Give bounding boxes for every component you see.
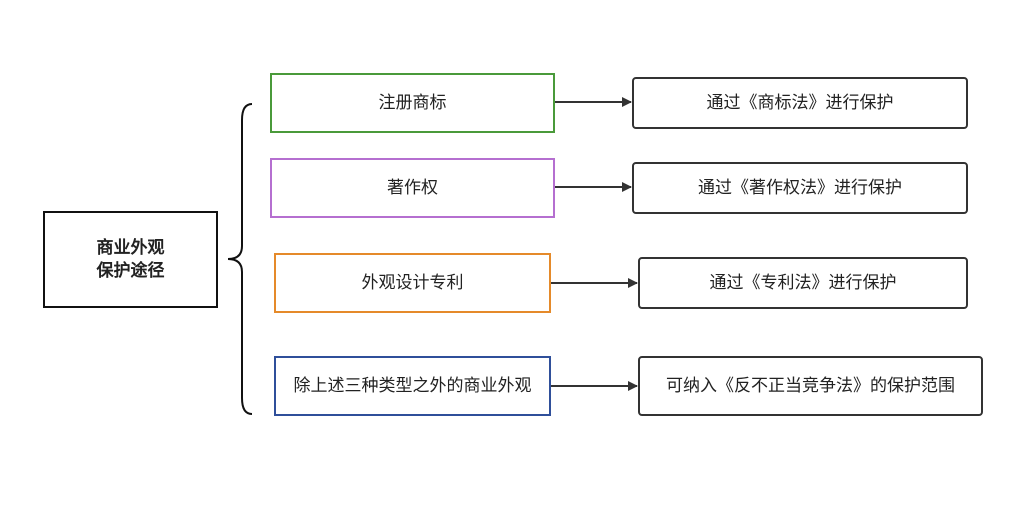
result-copyright-law-label: 通过《著作权法》进行保护 <box>698 177 902 198</box>
category-design-patent-label: 外观设计专利 <box>361 272 464 293</box>
root-label-line2: 保护途径 <box>96 260 165 281</box>
category-copyright-label: 著作权 <box>387 177 438 198</box>
root-node: 商业外观 保护途径 <box>43 211 218 308</box>
result-copyright-law: 通过《著作权法》进行保护 <box>632 162 968 214</box>
category-trademark: 注册商标 <box>270 73 555 133</box>
result-unfair-competition-law: 可纳入《反不正当竞争法》的保护范围 <box>638 356 983 416</box>
root-label-line1: 商业外观 <box>96 238 165 259</box>
result-trademark-law-label: 通过《商标法》进行保护 <box>706 92 894 113</box>
curly-brace <box>227 103 253 415</box>
category-design-patent: 外观设计专利 <box>274 253 551 313</box>
result-unfair-competition-law-label: 可纳入《反不正当竞争法》的保护范围 <box>666 375 955 396</box>
result-patent-law: 通过《专利法》进行保护 <box>638 257 968 309</box>
result-patent-law-label: 通过《专利法》进行保护 <box>709 272 897 293</box>
category-trademark-label: 注册商标 <box>378 92 447 113</box>
category-copyright: 著作权 <box>270 158 555 218</box>
result-trademark-law: 通过《商标法》进行保护 <box>632 77 968 129</box>
category-other-trade-dress: 除上述三种类型之外的商业外观 <box>274 356 551 416</box>
category-other-trade-dress-label: 除上述三种类型之外的商业外观 <box>293 375 532 396</box>
